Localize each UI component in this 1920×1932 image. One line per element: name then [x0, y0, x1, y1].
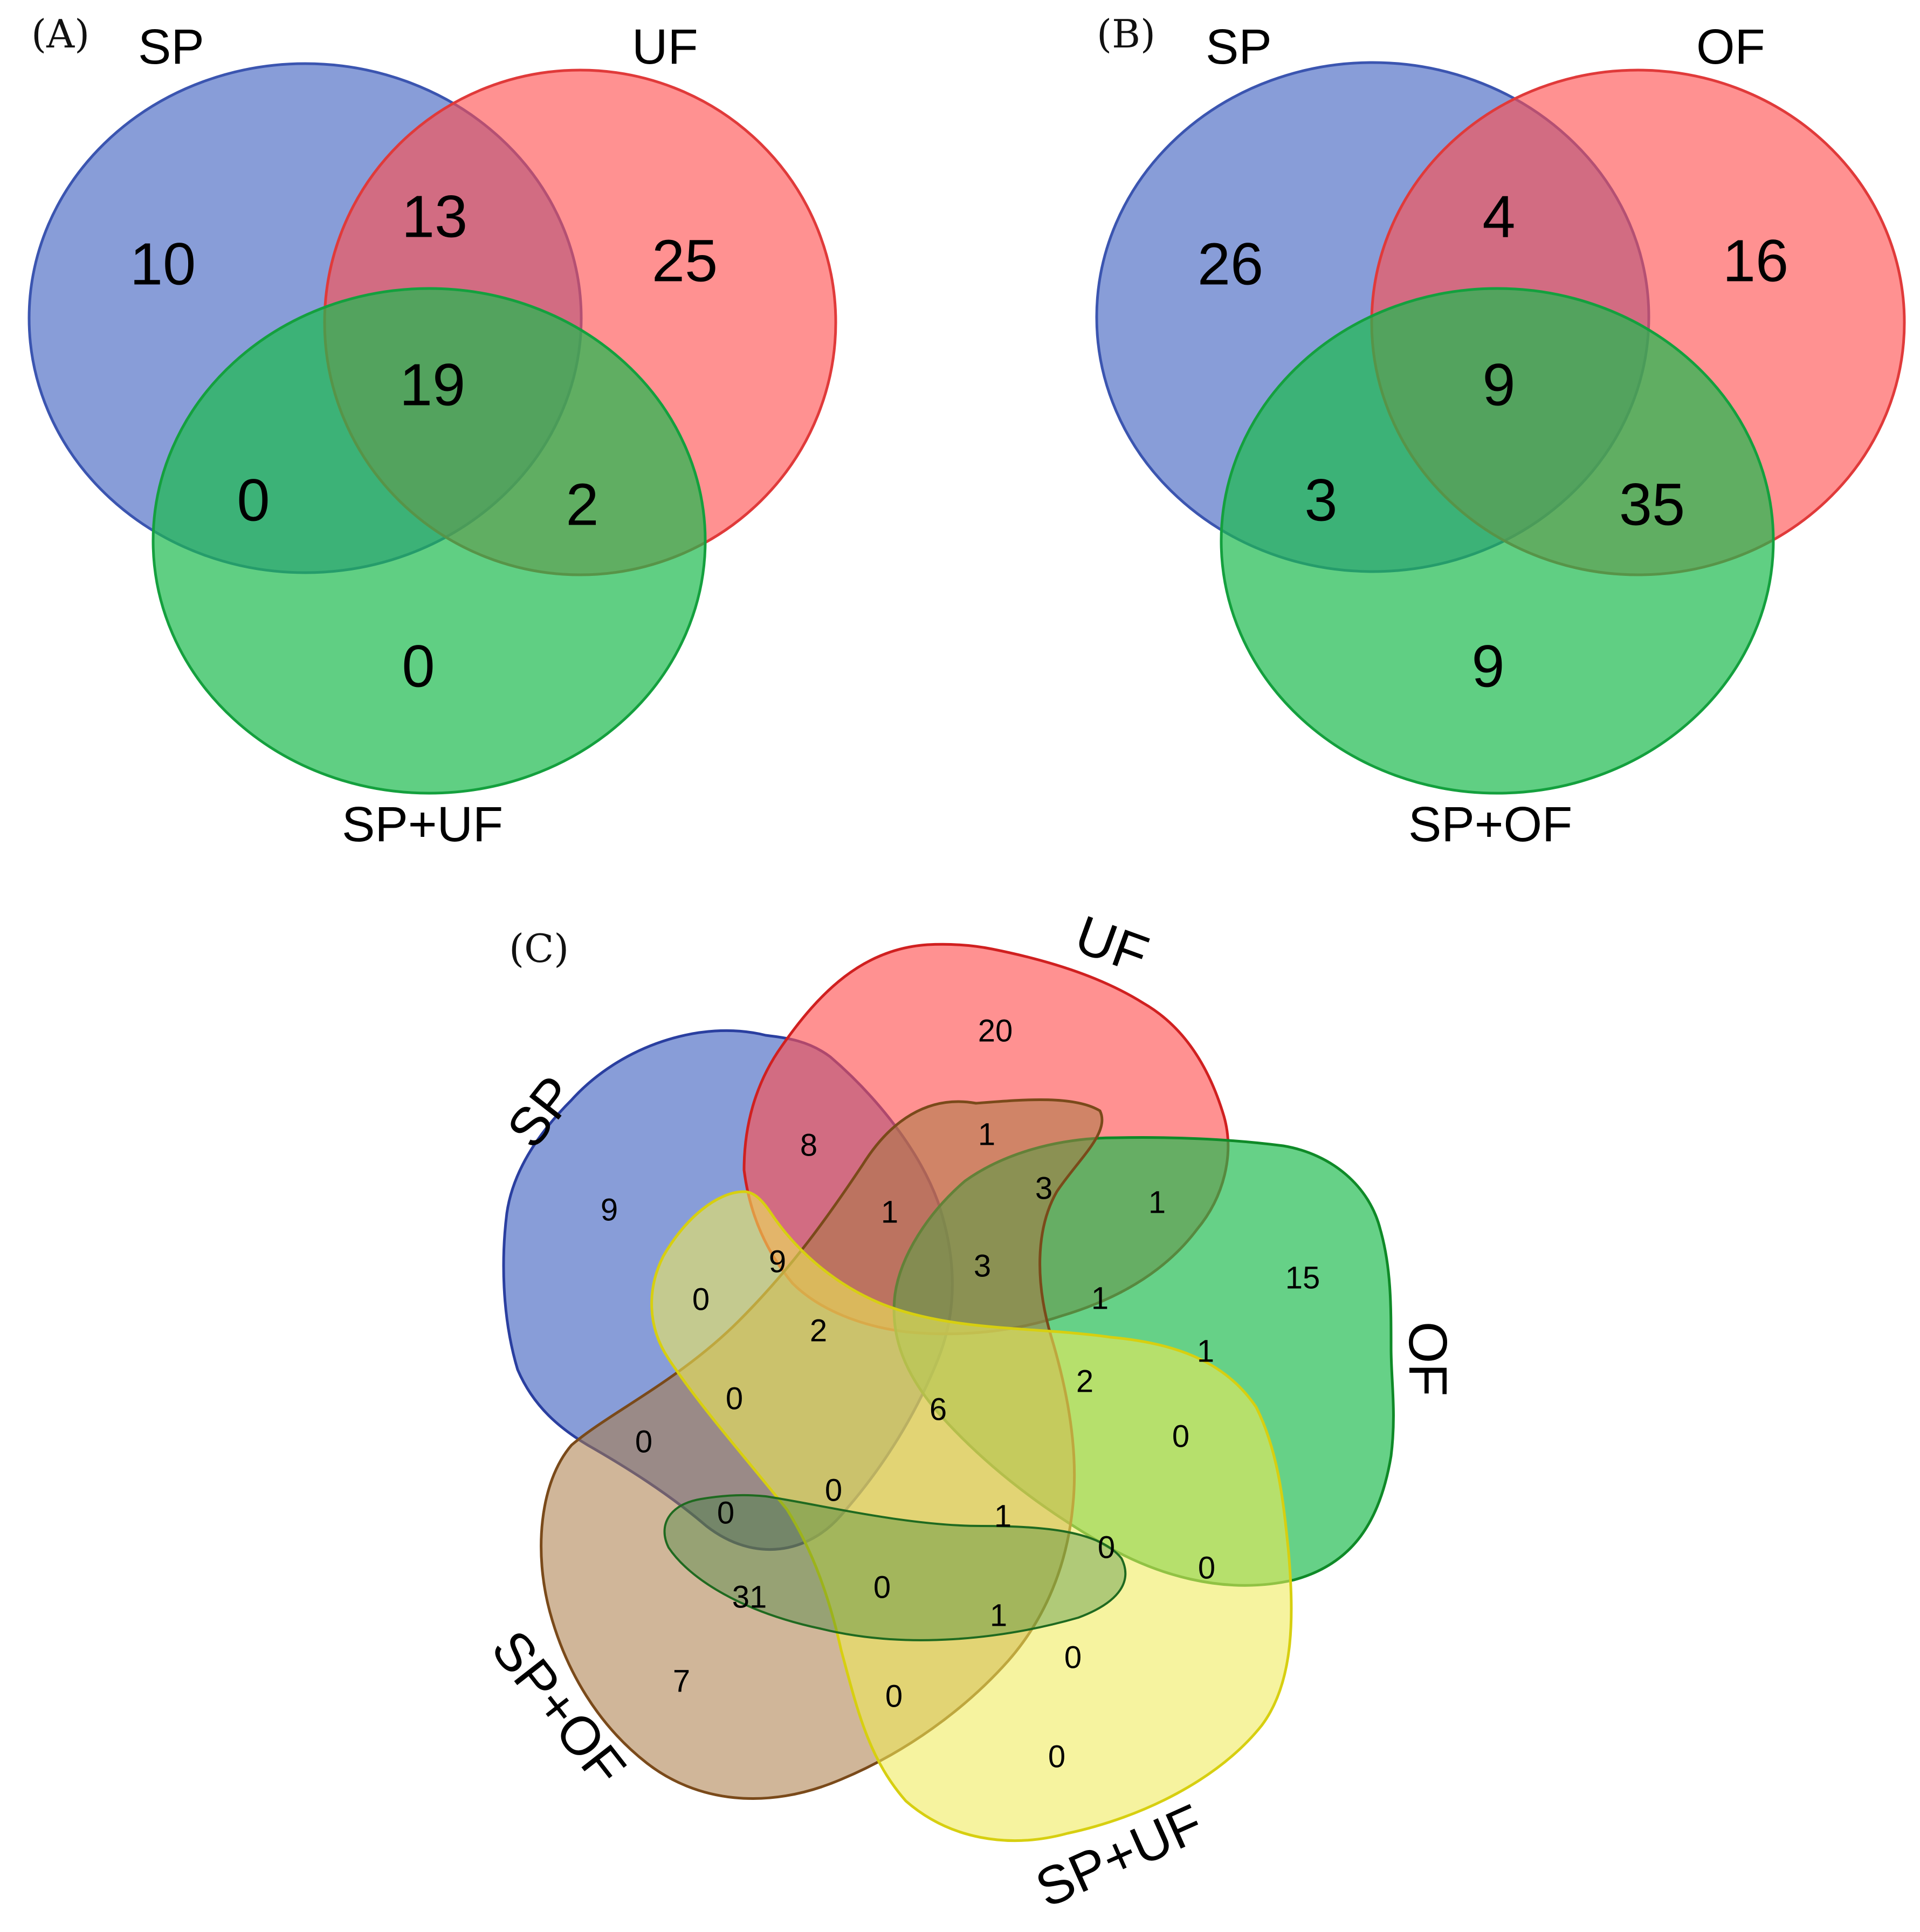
panel-a: (A) SP UF SP+UF 10 13 25 19 0 2 0 — [27, 11, 837, 852]
set-label-of: OF — [1398, 1322, 1458, 1397]
region-count: 0 — [726, 1381, 743, 1417]
region-count: 1 — [1148, 1185, 1166, 1220]
panel-a-label: (A) — [31, 11, 90, 57]
set-label-sp: SP — [1206, 19, 1272, 74]
region-count: 0 — [635, 1425, 652, 1460]
panel-c-label: (C) — [509, 926, 569, 971]
set-label-of: OF — [1696, 19, 1765, 74]
count-sp-of: 4 — [1482, 184, 1515, 250]
region-count: 1 — [994, 1499, 1011, 1534]
count-sp-combo: 3 — [1304, 467, 1337, 534]
region-count: 20 — [978, 1014, 1013, 1049]
panel-b-label: (B) — [1097, 11, 1155, 57]
region-count: 0 — [692, 1282, 710, 1317]
count-sp-only: 26 — [1198, 231, 1263, 298]
region-count: 1 — [990, 1598, 1007, 1633]
set-sp-uf-circle — [152, 287, 707, 795]
region-count: 0 — [717, 1496, 734, 1531]
region-count: 8 — [800, 1128, 817, 1163]
region-count: 1 — [1091, 1281, 1109, 1316]
region-count: 1 — [1197, 1334, 1214, 1369]
count-combo-only: 9 — [1471, 634, 1504, 700]
region-count: 0 — [1098, 1530, 1115, 1565]
region-count: 0 — [885, 1679, 903, 1714]
count-all-three: 19 — [400, 352, 465, 418]
set-sp-uf-shape — [650, 1190, 1293, 1842]
region-count: 7 — [673, 1664, 690, 1699]
set-label-sp-of: SP+OF — [1408, 797, 1572, 852]
count-sp-only: 10 — [130, 231, 196, 298]
region-count: 6 — [930, 1392, 947, 1427]
region-count: 9 — [769, 1245, 786, 1280]
region-count: 31 — [732, 1580, 767, 1615]
region-count: 3 — [974, 1249, 991, 1284]
count-sp-uf: 13 — [402, 184, 467, 250]
count-of-only: 16 — [1723, 228, 1788, 294]
region-count: 0 — [1064, 1640, 1082, 1675]
set-sp-of-circle — [1220, 287, 1775, 795]
region-count: 0 — [825, 1473, 842, 1508]
region-count: 15 — [1285, 1261, 1320, 1296]
count-combo-only: 0 — [402, 634, 435, 700]
panel-c: (C) SP UF OF SP+OF SP+UF 20 8 9 1 1 3 1 … — [480, 904, 1458, 1920]
region-count: 0 — [873, 1570, 891, 1605]
region-count: 1 — [881, 1195, 898, 1230]
overlap-band-shape — [663, 1494, 1127, 1641]
count-sp-combo: 0 — [237, 467, 270, 534]
count-uf-only: 25 — [652, 228, 718, 294]
set-label-sp: SP — [138, 19, 204, 74]
region-count: 0 — [1198, 1551, 1215, 1586]
region-count: 1 — [978, 1117, 995, 1152]
region-count: 2 — [810, 1314, 827, 1349]
set-label-sp-uf: SP+UF — [342, 797, 503, 852]
count-of-combo: 35 — [1619, 472, 1685, 538]
count-uf-combo: 2 — [566, 472, 598, 538]
region-count: 3 — [1035, 1171, 1052, 1206]
region-count: 0 — [1172, 1419, 1189, 1454]
count-all-three: 9 — [1482, 352, 1515, 418]
set-label-uf: UF — [632, 19, 698, 74]
region-count: 9 — [601, 1193, 618, 1228]
region-count: 2 — [1076, 1364, 1093, 1399]
panel-b: (B) SP OF SP+OF 26 4 16 9 3 35 9 — [1095, 11, 1906, 852]
region-count: 0 — [1048, 1740, 1065, 1775]
